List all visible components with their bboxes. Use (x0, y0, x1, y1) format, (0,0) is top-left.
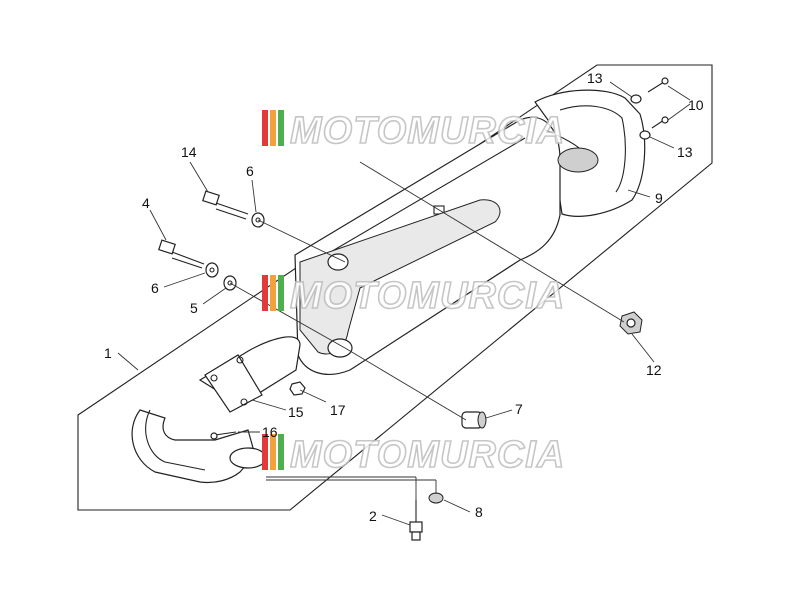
screw-part-14 (202, 190, 249, 220)
mounting-bracket (299, 199, 501, 358)
callout-6-bottom: 6 (151, 280, 159, 296)
watermark-top: MOTOMURCIA (262, 109, 565, 153)
washer-part-13a (630, 94, 642, 104)
callout-14: 14 (181, 144, 197, 160)
nut-part-12 (619, 311, 643, 335)
callout-12: 12 (646, 362, 662, 378)
washer-part-6b (205, 262, 219, 278)
callout-9: 9 (655, 190, 663, 206)
washer-part-13b (639, 130, 651, 140)
callout-7: 7 (515, 401, 523, 417)
callout-2: 2 (369, 508, 377, 524)
callout-1: 1 (104, 345, 112, 361)
watermark-text: MOTOMURCIA (290, 275, 565, 317)
callout-13-bottom: 13 (677, 144, 693, 160)
callout-4: 4 (142, 195, 150, 211)
assembly-outline-frame (77, 64, 713, 511)
watermark-text: MOTOMURCIA (290, 434, 565, 476)
flange-part (204, 354, 263, 413)
callout-17: 17 (330, 402, 346, 418)
callout-8: 8 (475, 504, 483, 520)
callout-13-top: 13 (587, 70, 603, 86)
watermark-text: MOTOMURCIA (290, 110, 565, 152)
screw-part-10 (647, 77, 669, 129)
callout-10: 10 (688, 97, 704, 113)
screw-part-4 (158, 239, 205, 269)
alignment-lines (229, 161, 625, 500)
stud-part-16 (210, 431, 237, 440)
callout-15: 15 (288, 404, 304, 420)
watermark-bottom: MOTOMURCIA (262, 433, 565, 477)
bushing-part-7 (461, 411, 487, 429)
callout-16: 16 (262, 424, 278, 440)
watermark-middle: MOTOMURCIA (262, 274, 565, 318)
callout-5: 5 (190, 300, 198, 316)
nut-part-8 (428, 492, 444, 504)
callout-6-top: 6 (246, 163, 254, 179)
leader-lines (117, 81, 691, 526)
callout-labels: 1 2 4 5 6 6 7 8 9 10 12 13 13 14 15 16 1… (104, 70, 704, 524)
bolt-part-2 (409, 500, 423, 541)
nut-part-17 (289, 381, 306, 396)
